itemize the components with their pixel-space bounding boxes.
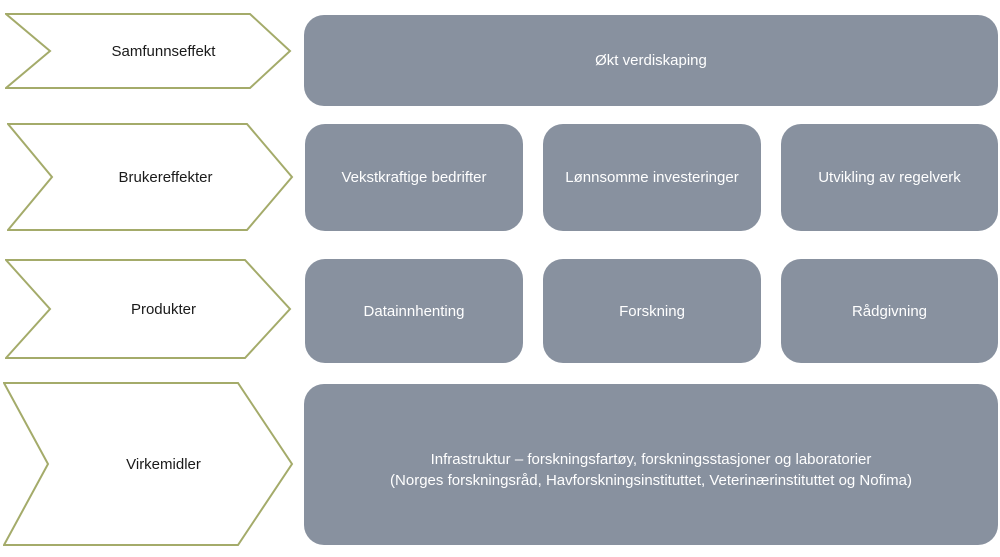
box-lonnsomme-investeringer: Lønnsomme investeringer [543, 124, 761, 231]
box-datainnhenting: Datainnhenting [305, 259, 523, 363]
chevron-produkter: Produkter [5, 259, 292, 359]
institutions-line: (Norges forskningsråd, Havforskningsinst… [390, 471, 912, 489]
box-vekstkraftige-bedrifter: Vekstkraftige bedrifter [305, 124, 523, 231]
box-radgivning: Rådgivning [781, 259, 998, 363]
level-label: Virkemidler [126, 455, 201, 473]
level-label: Brukereffekter [118, 168, 213, 186]
infrastruktur-line: Infrastruktur – forskningsfartøy, forskn… [430, 450, 872, 468]
box-okt-verdiskaping: Økt verdiskaping [304, 15, 998, 106]
box-infrastruktur: Infrastruktur – forskningsfartøy, forskn… [304, 384, 998, 545]
box-utvikling-av-regelverk: Utvikling av regelverk [781, 124, 998, 231]
chevron-samfunnseffekt: Samfunnseffekt [5, 13, 292, 89]
level-label: Produkter [130, 300, 197, 318]
chevron-virkemidler: Virkemidler [3, 382, 294, 546]
box-forskning: Forskning [543, 259, 761, 363]
chevron-brukereffekter: Brukereffekter [7, 123, 294, 231]
level-label: Samfunnseffekt [111, 42, 216, 60]
